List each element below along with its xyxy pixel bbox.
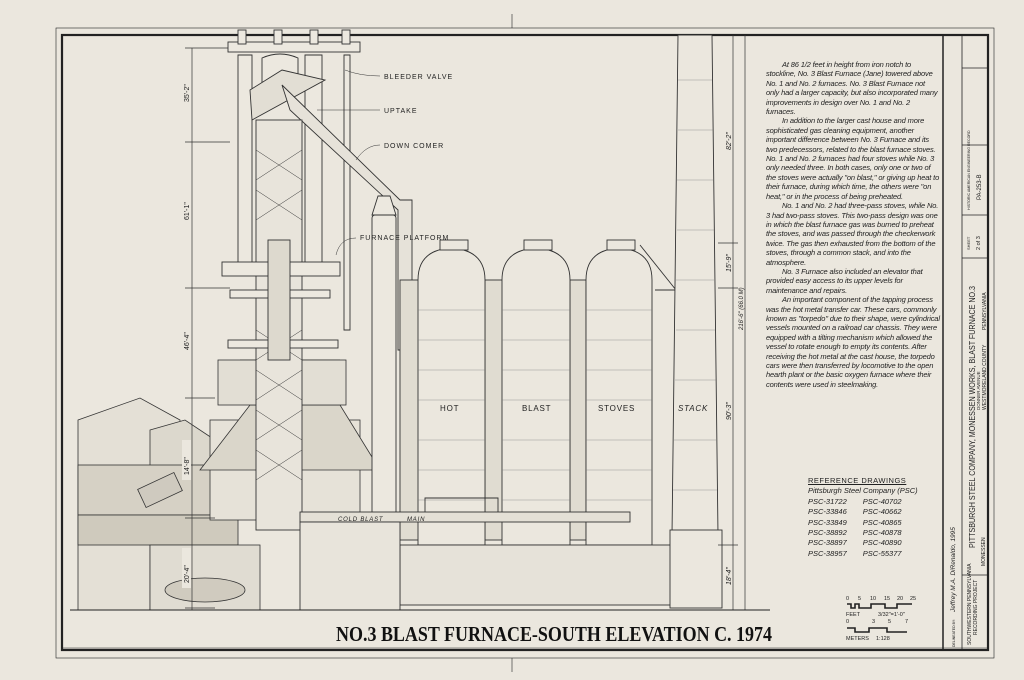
callout-furnace-platform: FURNACE PLATFORM [360, 235, 449, 242]
record-number: PA-253-B [977, 174, 983, 200]
label-main: MAIN [407, 517, 425, 523]
label-stoves: STOVES [598, 404, 635, 413]
note-paragraph: An important component of the tapping pr… [766, 295, 940, 389]
reference-item: PSC-40702 [862, 496, 902, 506]
scale-tick: 3 [872, 619, 875, 625]
callout-bleeder-valve: BLEEDER VALVE [384, 74, 453, 81]
scale-tick: 25 [910, 596, 916, 602]
dim-label: 46'-4" [184, 332, 191, 350]
callouts: BLEEDER VALVE UPTAKE DOWN COMER FURNACE … [317, 69, 453, 256]
title-block-text: DELINEATED BY: Jeffrey M.A. DiRenaldo, 1… [950, 130, 988, 647]
sponsor-line-2: RECORDING PROJECT [973, 580, 979, 635]
scale-tick: 7 [905, 619, 908, 625]
left-dimension-labels: 35'-2" 61'-1" 46'-4" 14'-8" 20'-4" [182, 84, 191, 588]
reference-list: PSC-31722 PSC-40702 PSC-33846 PSC-40662 PS… [808, 497, 918, 559]
sponsor-line-1: SOUTHWESTERN PENNSYLVANIA [967, 563, 973, 645]
note-paragraph: In addition to the larger cast house and… [766, 116, 940, 201]
reference-heading: REFERENCE DRAWINGS [808, 476, 907, 485]
reference-item: PSC-38897 [808, 538, 847, 548]
dim-label: 15'-9" [726, 254, 733, 272]
reference-item: PSC-40662 [862, 507, 902, 517]
note-paragraph: At 86 1/2 feet in height from iron notch… [766, 60, 938, 117]
city: MONESSEN [981, 537, 987, 566]
dim-label: 90'-3" [726, 402, 733, 420]
reference-item: PSC-40890 [862, 538, 902, 548]
scale-meter-label: METERS [846, 636, 869, 642]
drawing-title: NO.3 BLAST FURNACE-SOUTH ELEVATION C. 19… [336, 622, 772, 646]
label-backing [182, 440, 191, 480]
hot-blast-stoves [299, 239, 677, 611]
historical-notes: At 86 1/2 feet in height from iron notch… [766, 60, 940, 389]
callout-down-comer: DOWN COMER [384, 143, 444, 150]
reference-item: PSC-38957 [808, 548, 847, 558]
dim-label: 82'-2" [726, 132, 733, 150]
dim-label: 20'-4" [184, 565, 191, 583]
stove-labels: HOT BLAST STOVES STACK COLD BLAST MAIN [338, 404, 708, 523]
scale-tick: 0 [846, 619, 849, 625]
label-hot: HOT [440, 404, 459, 413]
scale-feet-label: FEET [846, 612, 861, 618]
callout-uptake: UPTAKE [384, 108, 418, 115]
reference-item: PSC-31722 [808, 496, 847, 506]
note-paragraph: No. 1 and No. 2 had three-pass stoves, w… [766, 201, 939, 267]
dim-label: 61'-1" [184, 202, 191, 220]
scale-meter-ratio: 1:128 [876, 636, 890, 642]
label-backing [182, 548, 191, 588]
sheet-number: 2 of 3 [976, 236, 982, 250]
stack [669, 34, 723, 609]
street: DONNER AVENUE [976, 371, 981, 410]
dim-label: 18'-4" [726, 567, 733, 585]
graphic-scale: 0 5 10 15 20 25 FEET 3/32"=1'-0" 0 3 5 7… [846, 596, 916, 642]
main-title: PITTSBURGH STEEL COMPANY, MONESSEN WORKS… [967, 286, 977, 548]
scale-tick: 15 [884, 596, 890, 602]
reference-item: PSC-38892 [808, 528, 847, 538]
sheet-label: SHEET [966, 236, 971, 250]
scale-tick: 0 [846, 596, 849, 602]
label-cold-blast: COLD BLAST [338, 517, 384, 523]
scale-tick: 5 [888, 619, 891, 625]
dim-label: 14'-8" [184, 457, 191, 475]
blast-furnace [221, 29, 413, 561]
label-blast: BLAST [522, 404, 551, 413]
label-stack: STACK [678, 404, 708, 413]
scale-tick: 10 [870, 596, 876, 602]
reference-item: PSC-33846 [808, 507, 847, 517]
note-paragraph: No. 3 Furnace also included an elevator … [766, 266, 923, 295]
reference-drawings: REFERENCE DRAWINGS Pittsburgh Steel Comp… [808, 476, 918, 559]
state: PENNSYLVANIA [982, 292, 988, 330]
scale-tick: 5 [858, 596, 861, 602]
drawn-by: Jeffrey M.A. DiRenaldo, 1995 [950, 527, 957, 613]
record-name: HISTORIC AMERICAN ENGINEERING RECORD [967, 130, 971, 210]
reference-source: Pittsburgh Steel Company (PSC) [808, 486, 918, 496]
reference-item: PSC-40878 [862, 528, 902, 538]
reference-item: PSC-33849 [808, 517, 847, 527]
drawn-by-label: DELINEATED BY: [951, 619, 956, 647]
scale-tick: 20 [897, 596, 903, 602]
dim-label: 35'-2" [184, 84, 191, 102]
reference-item: PSC-40865 [862, 517, 902, 527]
reference-item: PSC-55377 [862, 548, 902, 558]
right-dimension-line [718, 35, 746, 610]
right-dimension-labels: 82'-2" 15'-9" 90'-3" 18'-4" 216'-6" (66.… [726, 132, 745, 585]
dim-label-overall: 216'-6" (66.0 M) [739, 287, 745, 331]
county: WESTMORELAND COUNTY [982, 344, 988, 410]
title-block [942, 35, 989, 650]
scale-feet-ratio: 3/32"=1'-0" [878, 612, 905, 618]
